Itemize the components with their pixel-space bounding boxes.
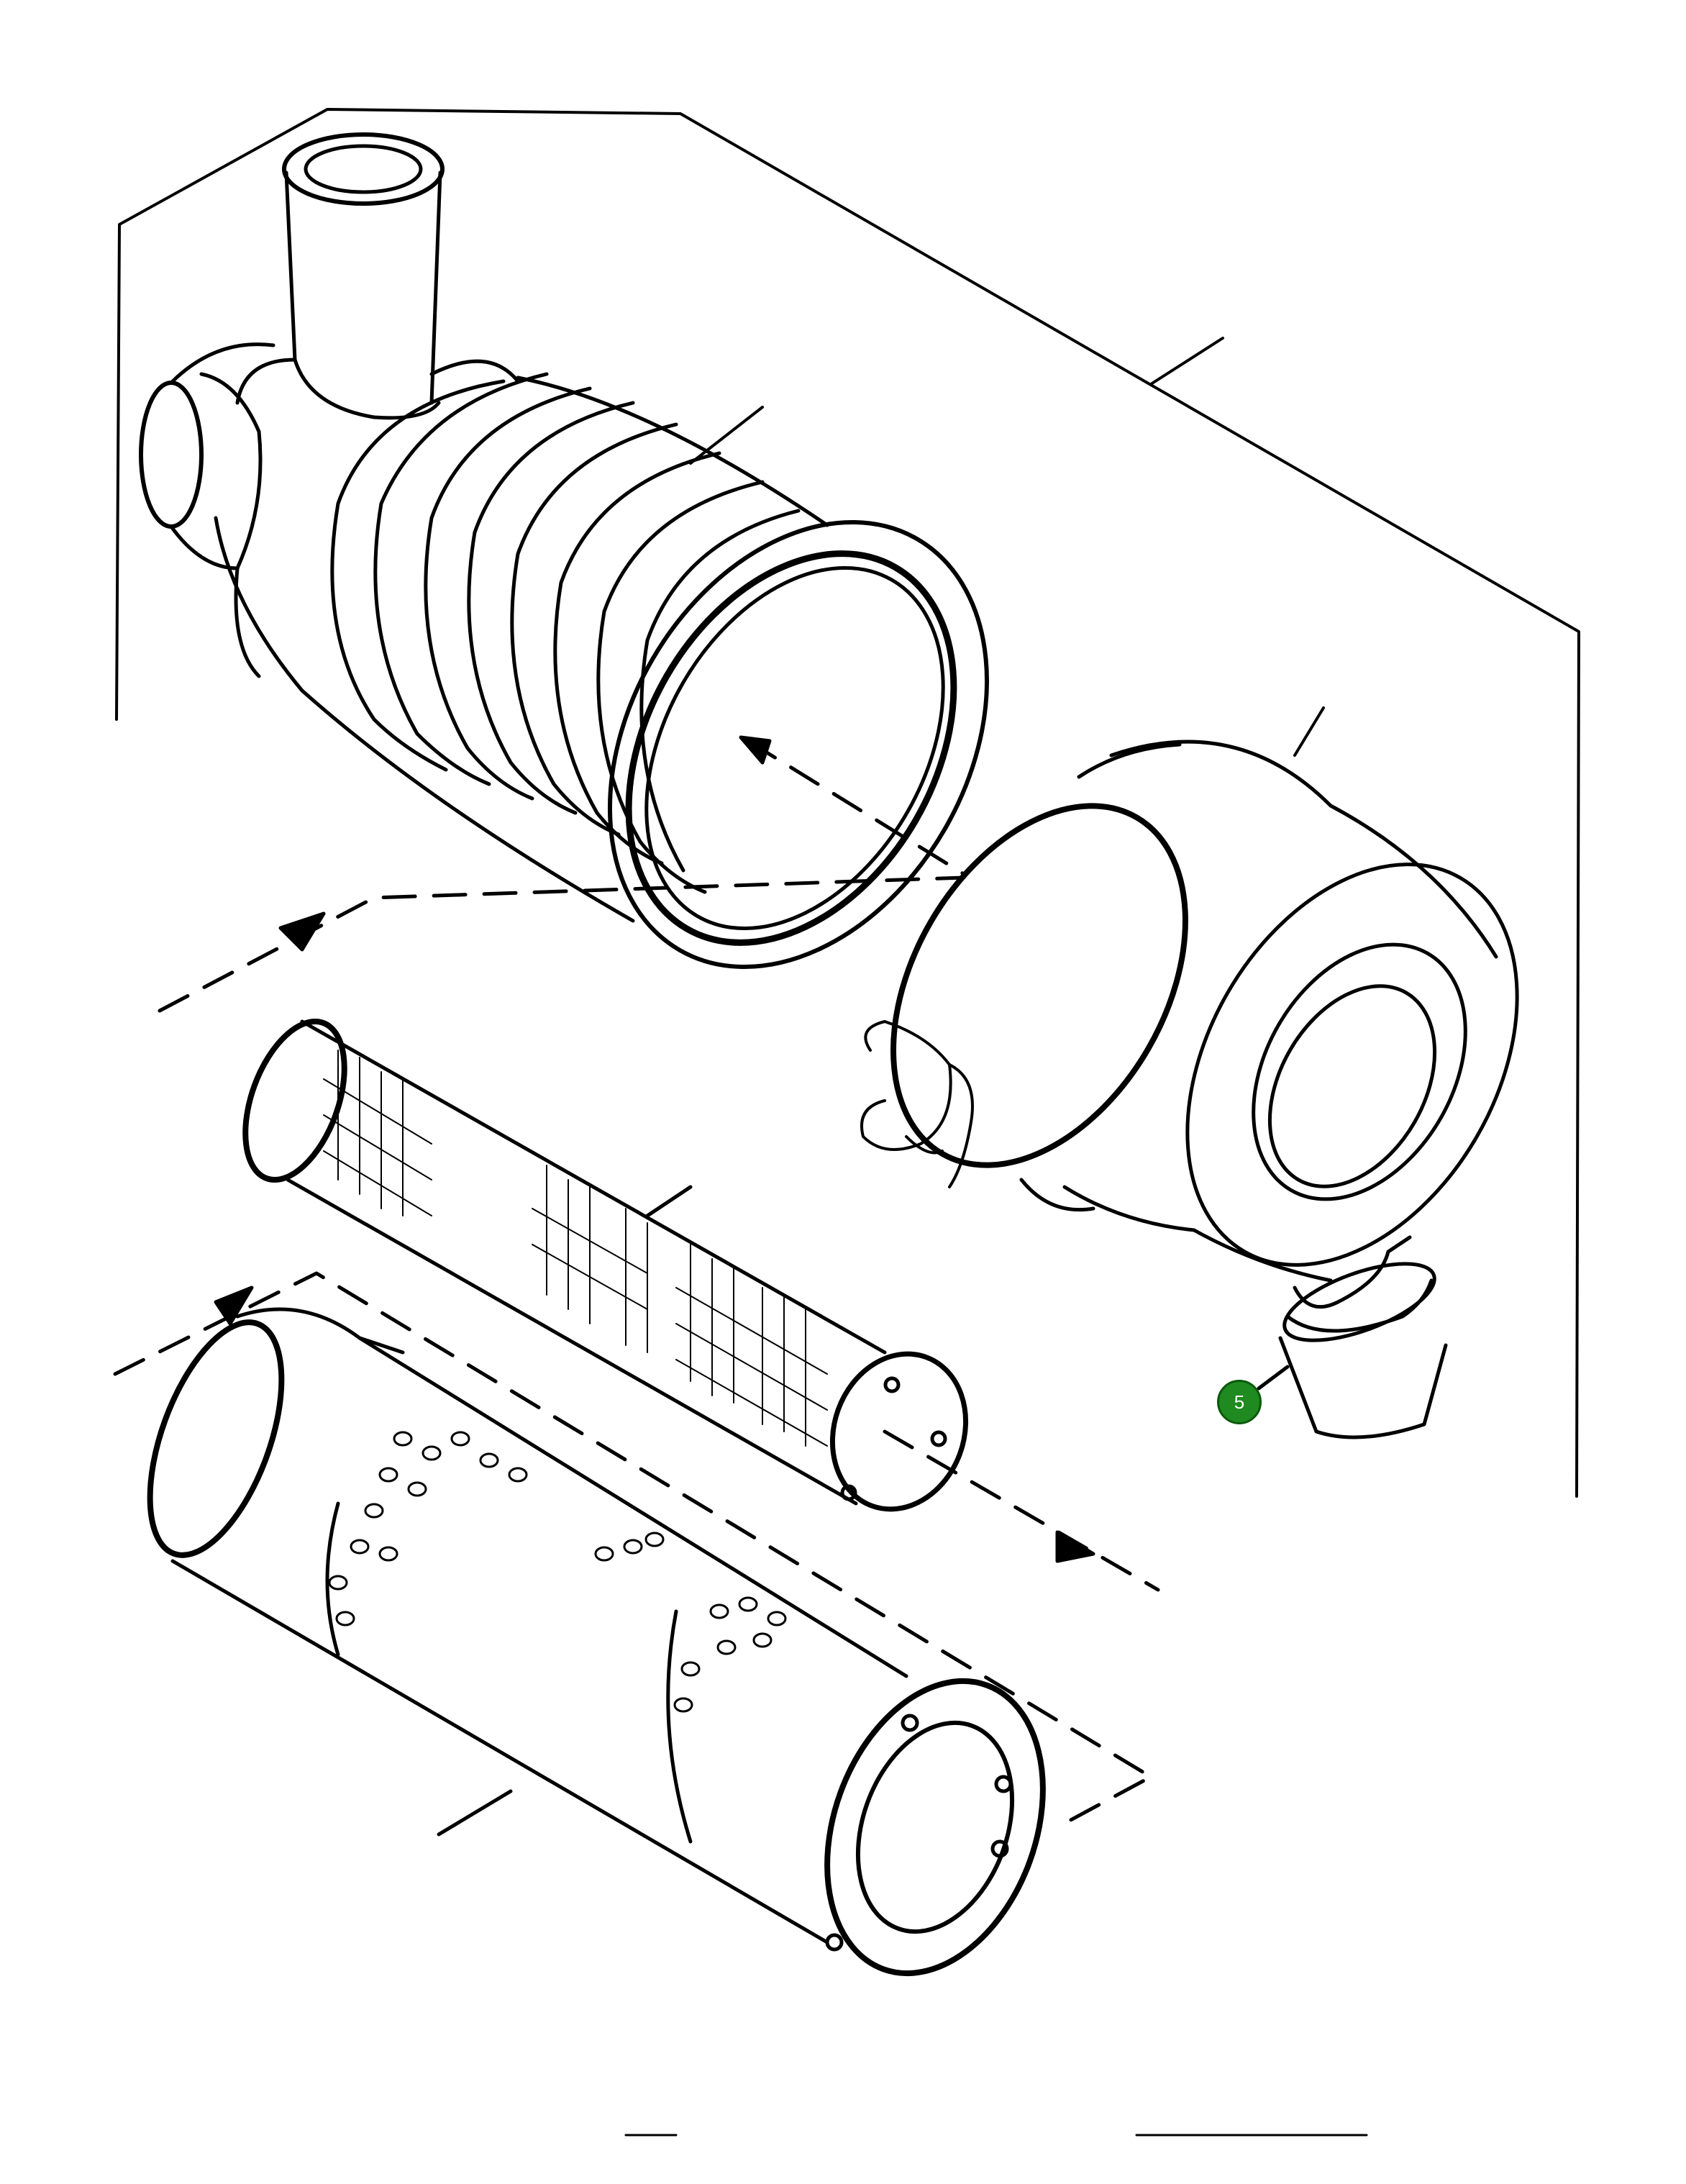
precleaner <box>860 740 1519 1439</box>
assembly-frame <box>115 108 1580 1498</box>
safety-filter-element <box>242 1019 1160 1592</box>
callout-marker-5[interactable]: 5 <box>1217 1380 1262 1424</box>
air-cleaner-housing <box>139 132 989 970</box>
primary-filter-element <box>113 875 1153 1977</box>
